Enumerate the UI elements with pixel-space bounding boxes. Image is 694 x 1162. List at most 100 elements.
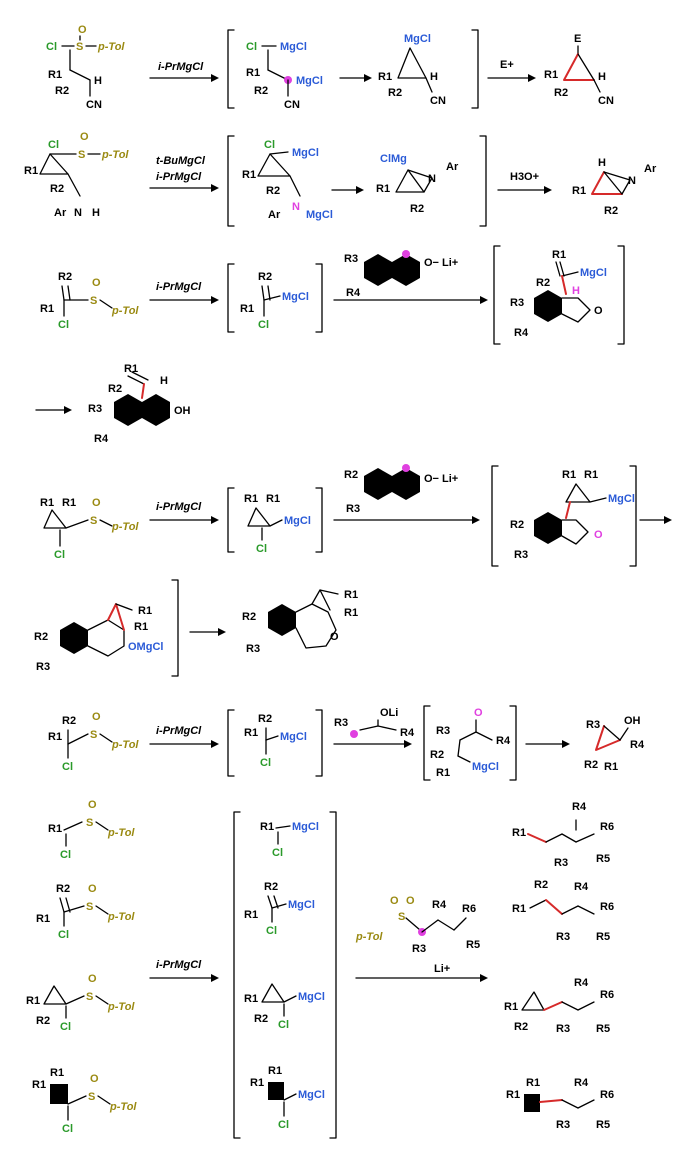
svg-text:R2: R2 bbox=[514, 1021, 528, 1033]
svg-text:R1: R1 bbox=[562, 469, 576, 481]
row5-ketone-intermediate: O R4 R3 R2 R1 MgCl bbox=[423, 705, 517, 781]
svg-text:R4: R4 bbox=[630, 739, 645, 751]
svg-text:R3: R3 bbox=[412, 943, 426, 955]
row4-sm-cyclopropyl-sulfoxide: R1 R1 S O p-Tol Cl bbox=[40, 497, 139, 561]
svg-text:R1: R1 bbox=[40, 303, 54, 315]
svg-text:MgCl: MgCl bbox=[280, 41, 307, 53]
svg-text:H3O+: H3O+ bbox=[510, 171, 539, 183]
svg-text:OH: OH bbox=[624, 715, 641, 727]
svg-text:R2: R2 bbox=[254, 85, 268, 97]
row4b-cyclopropanolate-bracket: R1 R1 OMgCl R2 R3 bbox=[34, 579, 179, 677]
svg-text:Cl: Cl bbox=[264, 139, 275, 151]
svg-text:R1: R1 bbox=[250, 1077, 264, 1089]
svg-text:R5: R5 bbox=[596, 1119, 610, 1131]
svg-text:R4: R4 bbox=[432, 899, 447, 911]
svg-text:R2: R2 bbox=[430, 749, 444, 761]
svg-text:R2: R2 bbox=[254, 1013, 268, 1025]
svg-text:R6: R6 bbox=[600, 989, 614, 1001]
svg-text:R4: R4 bbox=[514, 327, 529, 339]
svg-text:R6: R6 bbox=[600, 901, 614, 913]
svg-text:H: H bbox=[430, 71, 438, 83]
row6-sm-list: R1 S O p-Tol Cl R2 R1 S O p-Tol Cl R1 R2… bbox=[26, 799, 137, 1135]
svg-text:R2: R2 bbox=[264, 881, 278, 893]
svg-text:MgCl: MgCl bbox=[298, 991, 325, 1003]
svg-text:O: O bbox=[88, 883, 97, 895]
svg-text:O− Li+: O− Li+ bbox=[424, 473, 458, 485]
svg-text:R1: R1 bbox=[344, 607, 358, 619]
svg-text:i-PrMgCl: i-PrMgCl bbox=[156, 171, 202, 183]
svg-text:p-Tol: p-Tol bbox=[355, 931, 383, 943]
svg-text:R3: R3 bbox=[344, 253, 358, 265]
svg-text:R1: R1 bbox=[40, 497, 54, 509]
svg-text:R2: R2 bbox=[258, 713, 272, 725]
svg-text:R1: R1 bbox=[124, 363, 138, 375]
svg-text:R1: R1 bbox=[62, 497, 76, 509]
svg-text:R4: R4 bbox=[574, 881, 589, 893]
svg-text:O: O bbox=[330, 631, 339, 643]
row1-product-cyclopropane: E R1 R2 H CN bbox=[544, 33, 614, 107]
svg-text:R1: R1 bbox=[378, 71, 392, 83]
svg-text:H: H bbox=[92, 207, 100, 219]
svg-text:Li+: Li+ bbox=[434, 963, 450, 975]
svg-text:R2: R2 bbox=[510, 519, 524, 531]
svg-text:i-PrMgCl: i-PrMgCl bbox=[156, 725, 202, 737]
svg-text:R1: R1 bbox=[246, 67, 260, 79]
svg-text:R6: R6 bbox=[600, 1089, 614, 1101]
svg-text:H: H bbox=[598, 71, 606, 83]
svg-text:p-Tol: p-Tol bbox=[107, 911, 135, 923]
svg-text:S: S bbox=[90, 295, 97, 307]
row1-intermediate-bracket: Cl MgCl R1 MgCl R2 CN MgCl R1 R2 H CN bbox=[227, 29, 479, 111]
svg-text:Cl: Cl bbox=[246, 41, 257, 53]
svg-text:MgCl: MgCl bbox=[298, 1089, 325, 1101]
svg-text:p-Tol: p-Tol bbox=[111, 521, 139, 533]
svg-text:MgCl: MgCl bbox=[282, 291, 309, 303]
svg-text:Cl: Cl bbox=[278, 1119, 289, 1131]
svg-text:R1: R1 bbox=[244, 493, 258, 505]
svg-text:R3: R3 bbox=[346, 503, 360, 515]
svg-text:R4: R4 bbox=[572, 801, 587, 813]
svg-text:R2: R2 bbox=[50, 183, 64, 195]
svg-text:R1: R1 bbox=[260, 821, 274, 833]
row5-sm-alkyl-sulfoxide: R1 R2 S O p-Tol Cl bbox=[48, 711, 139, 773]
svg-text:R1: R1 bbox=[240, 303, 254, 315]
svg-text:MgCl: MgCl bbox=[306, 209, 333, 221]
svg-text:H: H bbox=[572, 285, 580, 297]
svg-text:R2: R2 bbox=[266, 185, 280, 197]
svg-text:Cl: Cl bbox=[260, 757, 271, 769]
svg-text:R1: R1 bbox=[244, 909, 258, 921]
svg-text:Cl: Cl bbox=[258, 319, 269, 331]
svg-text:S: S bbox=[90, 515, 97, 527]
row2-sm-chlorocyclopropyl-sulfoxide: Cl S O p-Tol R1 R2 Ar N H bbox=[24, 131, 129, 219]
svg-text:R2: R2 bbox=[242, 611, 256, 623]
svg-text:R6: R6 bbox=[600, 821, 614, 833]
svg-text:MgCl: MgCl bbox=[288, 899, 315, 911]
svg-text:Ar: Ar bbox=[268, 209, 281, 221]
svg-text:Cl: Cl bbox=[278, 1019, 289, 1031]
row3-dearomatized-intermediate: R1 R2 MgCl H O R3 R4 bbox=[493, 245, 625, 345]
row4-intermediate-bracket: R1 R1 MgCl Cl bbox=[227, 487, 323, 555]
svg-text:R2: R2 bbox=[536, 277, 550, 289]
svg-text:O: O bbox=[390, 895, 399, 907]
svg-text:Cl: Cl bbox=[58, 319, 69, 331]
svg-text:ClMg: ClMg bbox=[380, 153, 407, 165]
svg-text:H: H bbox=[598, 157, 606, 169]
svg-text:Ar: Ar bbox=[54, 207, 67, 219]
row5-lithium-enolate-reagent: OLi R3 R4 bbox=[334, 707, 415, 739]
svg-text:S: S bbox=[90, 729, 97, 741]
svg-text:CN: CN bbox=[430, 95, 446, 107]
svg-text:S: S bbox=[86, 991, 93, 1003]
atom-r2: R2 bbox=[55, 85, 69, 97]
svg-text:MgCl: MgCl bbox=[580, 267, 607, 279]
svg-text:R1: R1 bbox=[268, 1065, 282, 1077]
svg-text:R1: R1 bbox=[584, 469, 598, 481]
svg-text:MgCl: MgCl bbox=[608, 493, 635, 505]
svg-text:O: O bbox=[406, 895, 415, 907]
svg-text:MgCl: MgCl bbox=[280, 731, 307, 743]
svg-text:p-Tol: p-Tol bbox=[109, 1101, 137, 1113]
svg-text:S: S bbox=[86, 817, 93, 829]
svg-text:N: N bbox=[428, 173, 436, 185]
svg-text:MgCl: MgCl bbox=[296, 75, 323, 87]
svg-text:O: O bbox=[474, 707, 483, 719]
atom-s: S bbox=[76, 41, 83, 53]
